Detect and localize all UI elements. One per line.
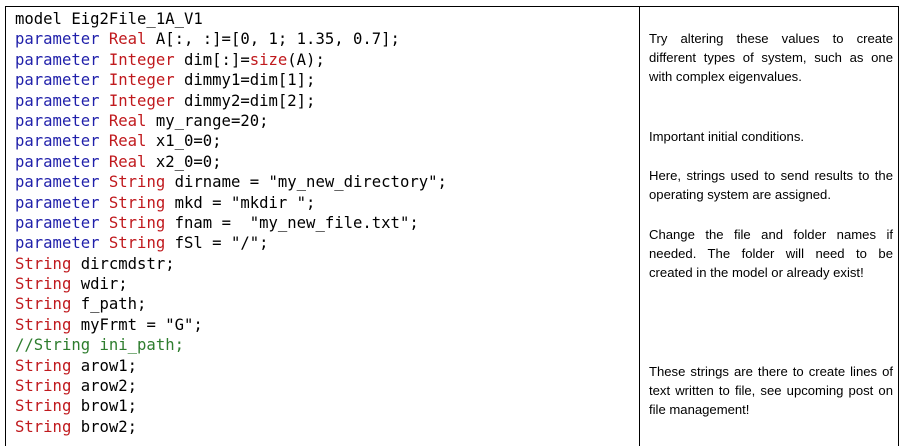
note-strings-assigned: Here, strings used to send results to th… — [649, 168, 893, 202]
code-keyword: parameter — [15, 213, 100, 232]
note-text-lines: These strings are there to create lines … — [649, 364, 893, 417]
code-keyword: parameter — [15, 111, 100, 130]
code-type: String — [15, 356, 72, 375]
code-type: String — [15, 315, 72, 334]
code-text: arow1; — [71, 356, 138, 375]
code-type: String — [108, 193, 166, 212]
code-text: model Eig2File_1A_V1 — [15, 10, 203, 28]
code-text: x2_0=0; — [146, 152, 222, 171]
note-alter-values: Try altering these values to create diff… — [649, 31, 893, 84]
code-line: String f_path; — [15, 294, 635, 314]
code-line: //String ini_path; — [15, 335, 635, 355]
code-type: String — [15, 417, 72, 436]
code-text: brow2; — [71, 417, 138, 436]
code-line: parameter String dirname = "my_new_direc… — [15, 172, 635, 192]
code-text — [100, 153, 109, 171]
code-type: String — [15, 254, 72, 273]
code-text: my_range=20; — [146, 111, 269, 130]
code-line: parameter String fSl = "/"; — [15, 233, 635, 253]
code-keyword: parameter — [15, 132, 100, 151]
code-line: parameter Real my_range=20; — [15, 111, 635, 131]
code-line: parameter Real x2_0=0; — [15, 152, 635, 172]
code-text — [100, 112, 109, 130]
code-type: Real — [108, 30, 147, 49]
code-keyword: parameter — [15, 30, 100, 49]
code-text — [100, 30, 109, 48]
code-text — [100, 92, 109, 110]
code-line: parameter Real A[:, :]=[0, 1; 1.35, 0.7]… — [15, 29, 635, 49]
code-comment: //String ini_path; — [15, 336, 184, 355]
code-type: String — [108, 213, 166, 232]
code-text — [100, 173, 109, 191]
code-text: x1_0=0; — [146, 132, 222, 151]
code-type: Integer — [108, 71, 175, 90]
code-text: dircmdstr; — [71, 254, 175, 273]
code-line: parameter String fnam = "my_new_file.txt… — [15, 213, 635, 233]
code-line: String wdir; — [15, 274, 635, 294]
code-text — [100, 71, 109, 89]
code-type: Integer — [108, 91, 175, 110]
code-line: model Eig2File_1A_V1 — [15, 9, 635, 29]
code-line: parameter Integer dim[:]=size(A); — [15, 50, 635, 70]
code-keyword: parameter — [15, 71, 100, 90]
code-type: String — [15, 295, 72, 314]
code-text: arow2; — [71, 377, 138, 396]
code-text — [100, 214, 109, 232]
code-text: brow1; — [71, 397, 138, 416]
code-text: dimmy1=dim[1]; — [174, 71, 316, 90]
code-type: size — [249, 50, 288, 69]
code-keyword: parameter — [15, 152, 100, 171]
code-text — [100, 132, 109, 150]
note-initial-conditions: Important initial conditions. — [649, 129, 805, 144]
code-line: parameter Integer dimmy1=dim[1]; — [15, 70, 635, 90]
code-keyword: parameter — [15, 91, 100, 110]
code-type: Real — [108, 111, 147, 130]
code-text: myFrmt = "G"; — [71, 315, 203, 334]
code-keyword: parameter — [15, 234, 100, 253]
code-type: Real — [108, 132, 147, 151]
code-text — [100, 194, 109, 212]
code-text: fSl = "/"; — [165, 234, 269, 253]
code-type: String — [15, 275, 72, 294]
code-text: dimmy2=dim[2]; — [174, 91, 316, 110]
code-text: fnam = "my_new_file.txt"; — [165, 213, 419, 232]
code-text: A[:, :]=[0, 1; 1.35, 0.7]; — [146, 30, 400, 49]
code-type: Integer — [108, 50, 175, 69]
code-line: parameter Integer dimmy2=dim[2]; — [15, 91, 635, 111]
code-text — [100, 234, 109, 252]
code-type: String — [15, 377, 72, 396]
code-type: String — [108, 234, 166, 253]
code-text: f_path; — [71, 295, 147, 314]
code-text — [100, 51, 109, 69]
code-keyword: parameter — [15, 173, 100, 192]
code-line: String arow1; — [15, 356, 635, 376]
code-keyword: parameter — [15, 193, 100, 212]
code-text: dim[:]= — [174, 50, 250, 69]
note-change-names: Change the file and folder names if need… — [649, 227, 893, 280]
code-text: (A); — [287, 50, 325, 69]
code-line: String arow2; — [15, 376, 635, 396]
code-keyword: parameter — [15, 50, 100, 69]
code-text: dirname = "my_new_directory"; — [165, 173, 447, 192]
code-type: Real — [108, 152, 147, 171]
code-line: parameter String mkd = "mkdir "; — [15, 193, 635, 213]
code-line: String brow2; — [15, 417, 635, 437]
code-line: String brow1; — [15, 396, 635, 416]
code-text: mkd = "mkdir "; — [165, 193, 316, 212]
code-type: String — [108, 173, 166, 192]
code-line: parameter Real x1_0=0; — [15, 131, 635, 151]
code-text: wdir; — [71, 275, 128, 294]
code-line: String dircmdstr; — [15, 254, 635, 274]
code-line: String myFrmt = "G"; — [15, 315, 635, 335]
column-divider — [639, 7, 640, 446]
code-type: String — [15, 397, 72, 416]
